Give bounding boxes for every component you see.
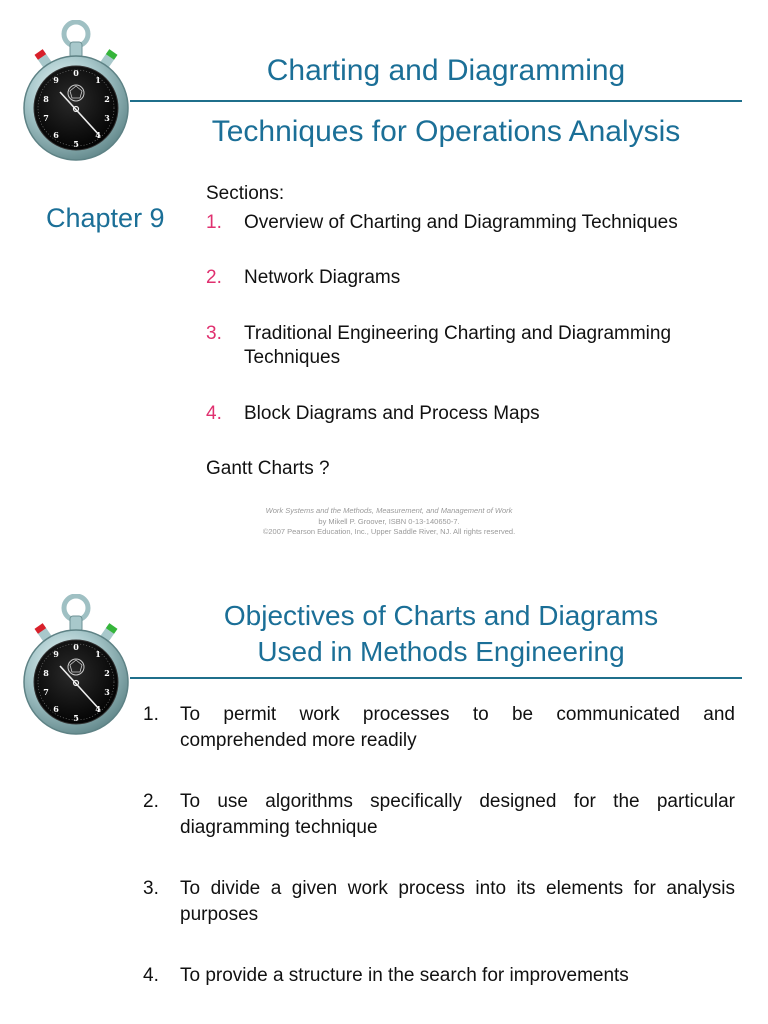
slide-title-line2: Techniques for Operations Analysis xyxy=(211,115,681,148)
footer-copyright: ©2007 Pearson Education, Inc., Upper Sad… xyxy=(262,527,516,536)
sections-heading: Sections: xyxy=(206,183,285,204)
stopwatch-icon xyxy=(20,594,132,736)
objective-number: 2. xyxy=(143,791,159,812)
objective-text: To use algorithms specifically designed … xyxy=(180,791,735,838)
section-item: 2. Network Diagrams xyxy=(206,266,744,290)
footer-author: by Mikell P. Groover, ISBN 0-13-140650-7… xyxy=(318,516,460,526)
section-item: 1. Overview of Charting and Diagramming … xyxy=(206,211,744,235)
section-number: 2. xyxy=(206,267,222,288)
copyright-footer: Work Systems and the Methods, Measuremen… xyxy=(230,506,548,538)
slide-chapter-overview: Charting and Diagramming Techniques for … xyxy=(0,0,744,538)
slide-title: Objectives of Charts and Diagrams Used i… xyxy=(140,598,742,670)
section-number: 4. xyxy=(206,403,222,424)
objective-item: 2. To use algorithms specifically design… xyxy=(143,789,735,841)
objective-text: To permit work processes to be communica… xyxy=(180,704,735,751)
section-text: Block Diagrams and Process Maps xyxy=(244,403,540,424)
objective-text: To provide a structure in the search for… xyxy=(180,965,629,986)
section-text: Network Diagrams xyxy=(244,267,401,288)
footer-book-title: Work Systems and the Methods, Measuremen… xyxy=(265,506,513,515)
stopwatch-icon xyxy=(20,20,132,162)
objective-number: 4. xyxy=(143,965,159,986)
gantt-charts-note: Gantt Charts ? xyxy=(206,458,330,479)
objective-number: 3. xyxy=(143,878,159,899)
slide-title-line1: Charting and Diagramming xyxy=(266,54,626,87)
section-text: Overview of Charting and Diagramming Tec… xyxy=(244,212,678,233)
title-divider xyxy=(130,100,742,102)
slide-title-line2: Used in Methods Engineering xyxy=(257,636,625,667)
title-divider xyxy=(130,677,742,679)
section-number: 1. xyxy=(206,212,222,233)
objective-text: To divide a given work process into its … xyxy=(180,878,735,925)
section-item: 3. Traditional Engineering Charting and … xyxy=(206,322,734,370)
chapter-label: Chapter 9 xyxy=(46,203,165,233)
section-text: Traditional Engineering Charting and Dia… xyxy=(244,323,672,368)
objective-item: 4. To provide a structure in the search … xyxy=(143,963,735,989)
slide-title-line1: Objectives of Charts and Diagrams xyxy=(223,600,659,631)
section-item: 4. Block Diagrams and Process Maps xyxy=(206,402,744,426)
slide-objectives: Objectives of Charts and Diagrams Used i… xyxy=(0,580,768,1024)
section-number: 3. xyxy=(206,323,222,344)
objective-number: 1. xyxy=(143,704,159,725)
objective-item: 3. To divide a given work process into i… xyxy=(143,876,735,928)
objective-item: 1. To permit work processes to be commun… xyxy=(143,702,735,754)
